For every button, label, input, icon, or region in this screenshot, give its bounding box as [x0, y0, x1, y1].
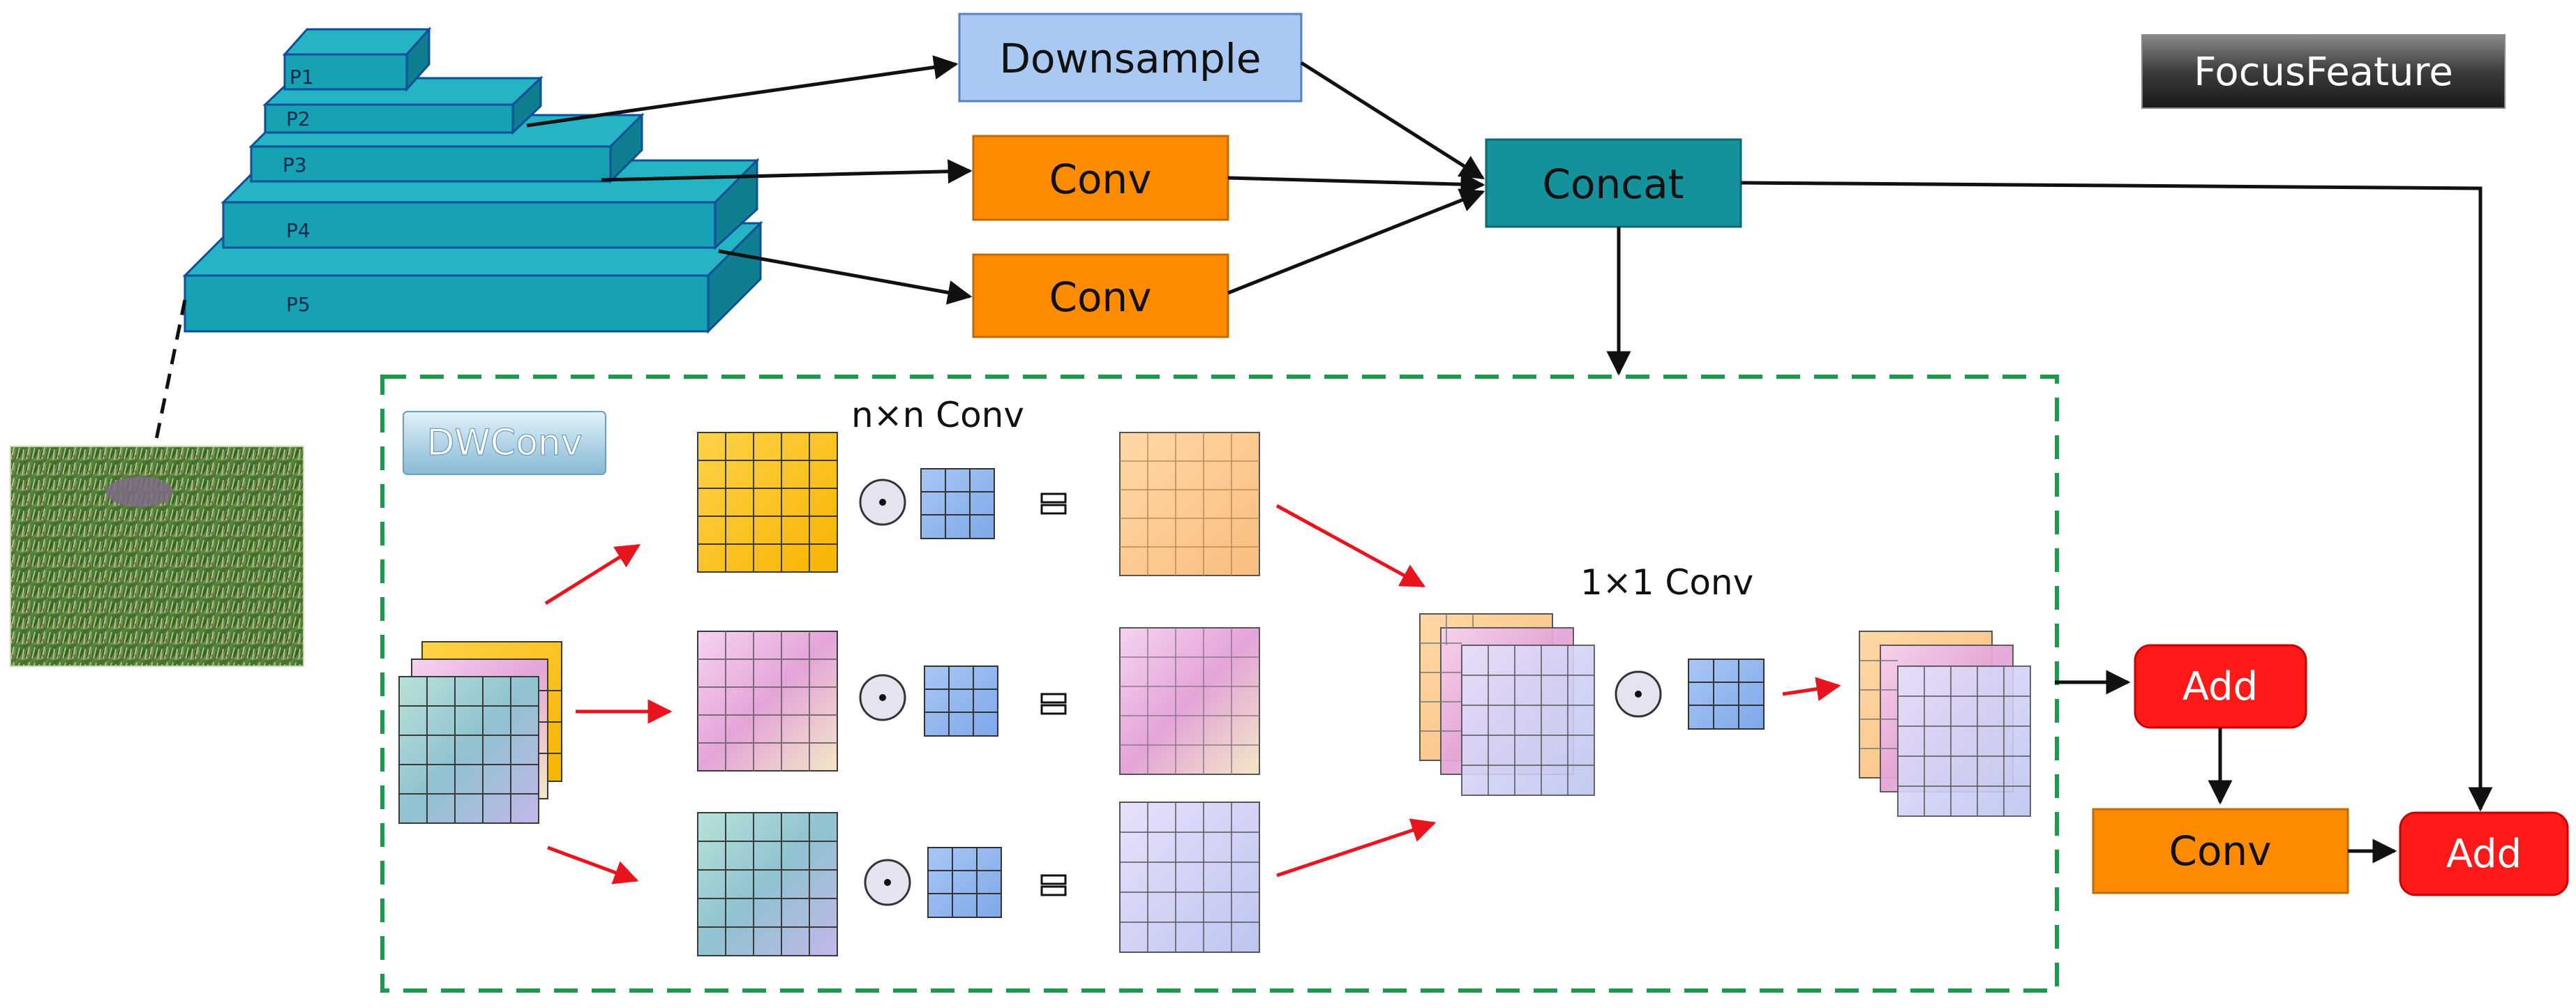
pyramid-image-connector	[153, 299, 187, 447]
pyramid-level-p1: P1	[282, 27, 432, 92]
pyramid-label-p2: P2	[286, 107, 310, 130]
kernel-one-by-one	[1688, 659, 1765, 730]
grid-lilac-output	[1119, 802, 1260, 953]
input-image	[10, 446, 304, 667]
grid-pink-output	[1119, 627, 1260, 775]
conv-block-bottom: Conv	[2092, 808, 2349, 894]
add-right-label: Add	[2182, 664, 2258, 709]
dot-product-icon	[859, 674, 906, 721]
focus-feature-badge: FocusFeature	[2141, 34, 2506, 109]
pyramid-label-p4: P4	[286, 219, 310, 242]
feature-pyramid: P5 P4 P3 P2 P1	[182, 27, 763, 334]
arrow-downsample-to-concat	[1300, 61, 1485, 180]
pyramid-label-p3: P3	[283, 153, 307, 176]
grid-peach-output	[1119, 432, 1260, 576]
branch-teal	[697, 802, 1260, 956]
arrow-conv-to-concat	[1227, 172, 1485, 197]
arrow-conv2-to-concat	[1227, 188, 1485, 295]
equals-icon	[1040, 492, 1067, 515]
equals-icon	[1040, 693, 1067, 715]
dot-product-icon	[859, 479, 906, 526]
concat-label: Concat	[1543, 160, 1684, 208]
kernel-teal-branch	[927, 847, 1002, 918]
conv-bottom-label: Conv	[2169, 827, 2271, 875]
grid-teal-input	[697, 812, 838, 956]
add-block-right: Add	[2134, 644, 2307, 729]
dot-product-icon	[1615, 670, 1662, 718]
grid-yellow-input	[697, 432, 838, 573]
conv-block-top: Conv	[972, 135, 1229, 221]
output-tensor-stack	[1859, 631, 2031, 817]
kernel-pink-branch	[924, 665, 998, 737]
dwconv-label: DWConv	[426, 422, 582, 464]
downsample-label: Downsample	[999, 35, 1261, 82]
equals-icon	[1040, 874, 1067, 896]
nxn-conv-label: n×n Conv	[851, 395, 1024, 435]
red-arrow-peach-to-merge	[1275, 504, 1426, 588]
add-final-label: Add	[2446, 832, 2522, 877]
red-arrow-to-yellow-branch	[544, 543, 641, 605]
conv-mid-label: Conv	[1049, 273, 1151, 321]
branch-pink	[697, 627, 1260, 775]
downsample-block: Downsample	[958, 13, 1303, 103]
pyramid-label-p1: P1	[290, 66, 314, 89]
conv-top-label: Conv	[1049, 156, 1151, 203]
one-by-one-conv-label: 1×1 Conv	[1580, 562, 1753, 603]
grid-pink-input	[697, 631, 838, 772]
input-layer-teal	[398, 676, 539, 824]
merged-tensor-stack	[1419, 613, 1595, 796]
arrow-p4-to-conv	[718, 249, 973, 305]
top-arrows	[526, 55, 2493, 812]
conv-block-mid: Conv	[972, 253, 1229, 338]
focus-feature-label: FocusFeature	[2194, 50, 2453, 95]
red-arrow-to-teal-branch	[547, 845, 639, 885]
dot-product-icon	[864, 859, 911, 906]
dwconv-badge: DWConv	[403, 411, 606, 475]
arrow-p3-to-conv	[601, 159, 973, 184]
arrow-p2-to-downsample	[526, 55, 959, 128]
concat-block: Concat	[1485, 138, 1742, 228]
arrow-concat-to-final-add	[1740, 181, 2493, 812]
input-tensor-stack	[398, 641, 562, 824]
kernel-yellow-branch	[920, 468, 995, 539]
red-arrow-lilac-to-merge	[1276, 818, 1437, 878]
branch-yellow	[697, 432, 1260, 576]
pyramid-label-p5: P5	[286, 293, 310, 316]
red-arrow-to-output-stack	[1782, 677, 1841, 701]
add-block-final: Add	[2399, 811, 2569, 896]
